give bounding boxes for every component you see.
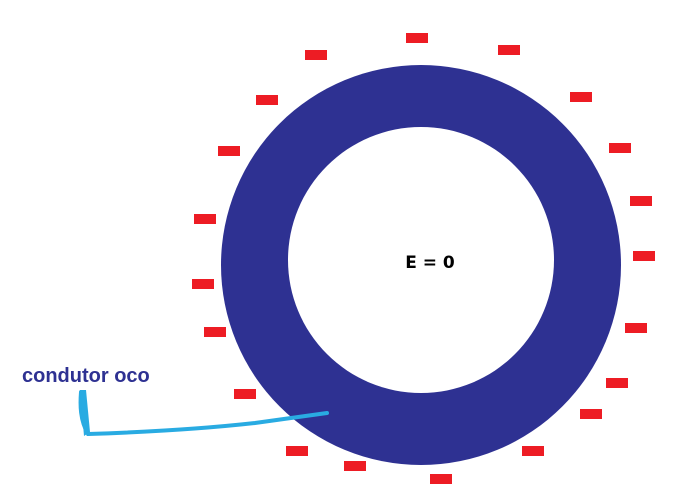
negative-charge-marker — [570, 92, 592, 102]
negative-charge-marker — [609, 143, 631, 153]
negative-charge-marker — [498, 45, 520, 55]
negative-charge-marker — [194, 214, 216, 224]
callout-pointer-line — [78, 390, 329, 437]
negative-charge-marker — [344, 461, 366, 471]
callout-pointer-hook — [80, 390, 90, 436]
negative-charge-marker — [218, 146, 240, 156]
negative-charge-marker — [406, 33, 428, 43]
negative-charge-marker — [256, 95, 278, 105]
conductor-callout-label: condutor oco — [22, 365, 150, 387]
conductor-inner-cavity — [288, 127, 554, 393]
negative-charge-marker — [192, 279, 214, 289]
negative-charge-marker — [606, 378, 628, 388]
negative-charge-marker — [204, 327, 226, 337]
negative-charge-marker — [580, 409, 602, 419]
negative-charge-marker — [633, 251, 655, 261]
field-label: E = 0 — [405, 253, 455, 273]
negative-charge-marker — [625, 323, 647, 333]
negative-charge-marker — [234, 389, 256, 399]
negative-charge-marker — [286, 446, 308, 456]
surface-charges — [192, 33, 655, 484]
negative-charge-marker — [522, 446, 544, 456]
hollow-conductor — [221, 65, 621, 465]
negative-charge-marker — [430, 474, 452, 484]
negative-charge-marker — [630, 196, 652, 206]
negative-charge-marker — [305, 50, 327, 60]
